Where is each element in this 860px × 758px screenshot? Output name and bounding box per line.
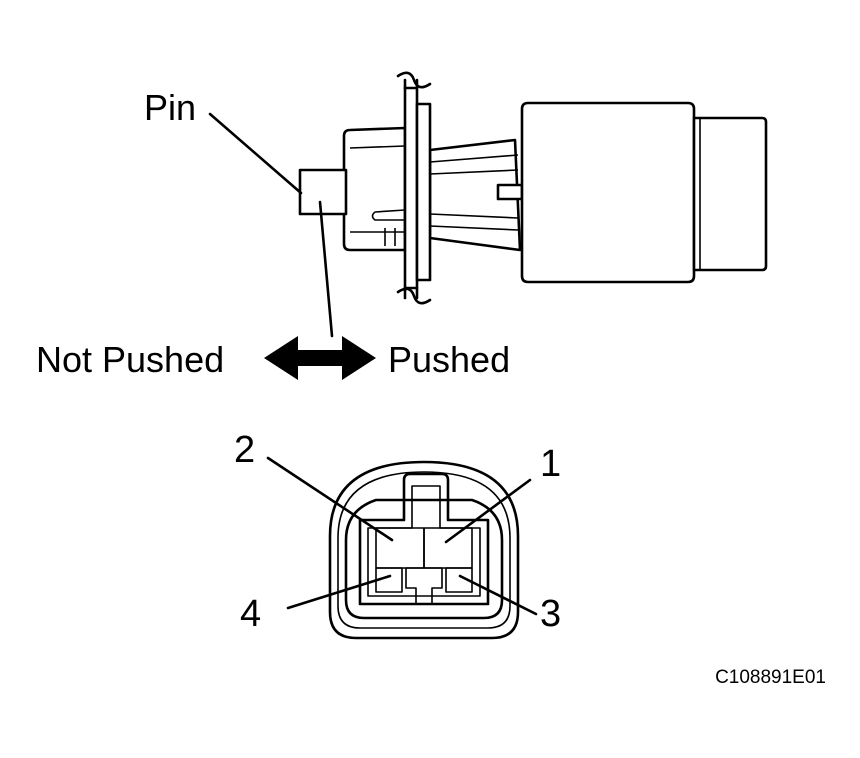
pushed-label: Pushed bbox=[388, 339, 510, 380]
travel-leader-line bbox=[318, 200, 334, 338]
terminal-3-label: 3 bbox=[540, 593, 561, 635]
terminal-4-label: 4 bbox=[240, 593, 261, 635]
not-pushed-label: Not Pushed bbox=[36, 339, 224, 380]
terminal-2-leader bbox=[266, 456, 394, 542]
pin-leader-line bbox=[208, 112, 303, 195]
terminal-4-leader bbox=[286, 574, 392, 610]
connector-face bbox=[328, 460, 520, 640]
terminal-3-leader bbox=[458, 574, 538, 616]
pin-label: Pin bbox=[144, 87, 196, 128]
terminal-1-label: 1 bbox=[540, 443, 561, 485]
figure-code: C108891E01 bbox=[715, 667, 826, 688]
plunger-pin bbox=[298, 168, 348, 216]
double-arrow-icon bbox=[264, 336, 376, 380]
terminal-1-leader bbox=[444, 478, 532, 544]
switch-body bbox=[342, 71, 768, 305]
terminal-2-label: 2 bbox=[234, 429, 255, 471]
